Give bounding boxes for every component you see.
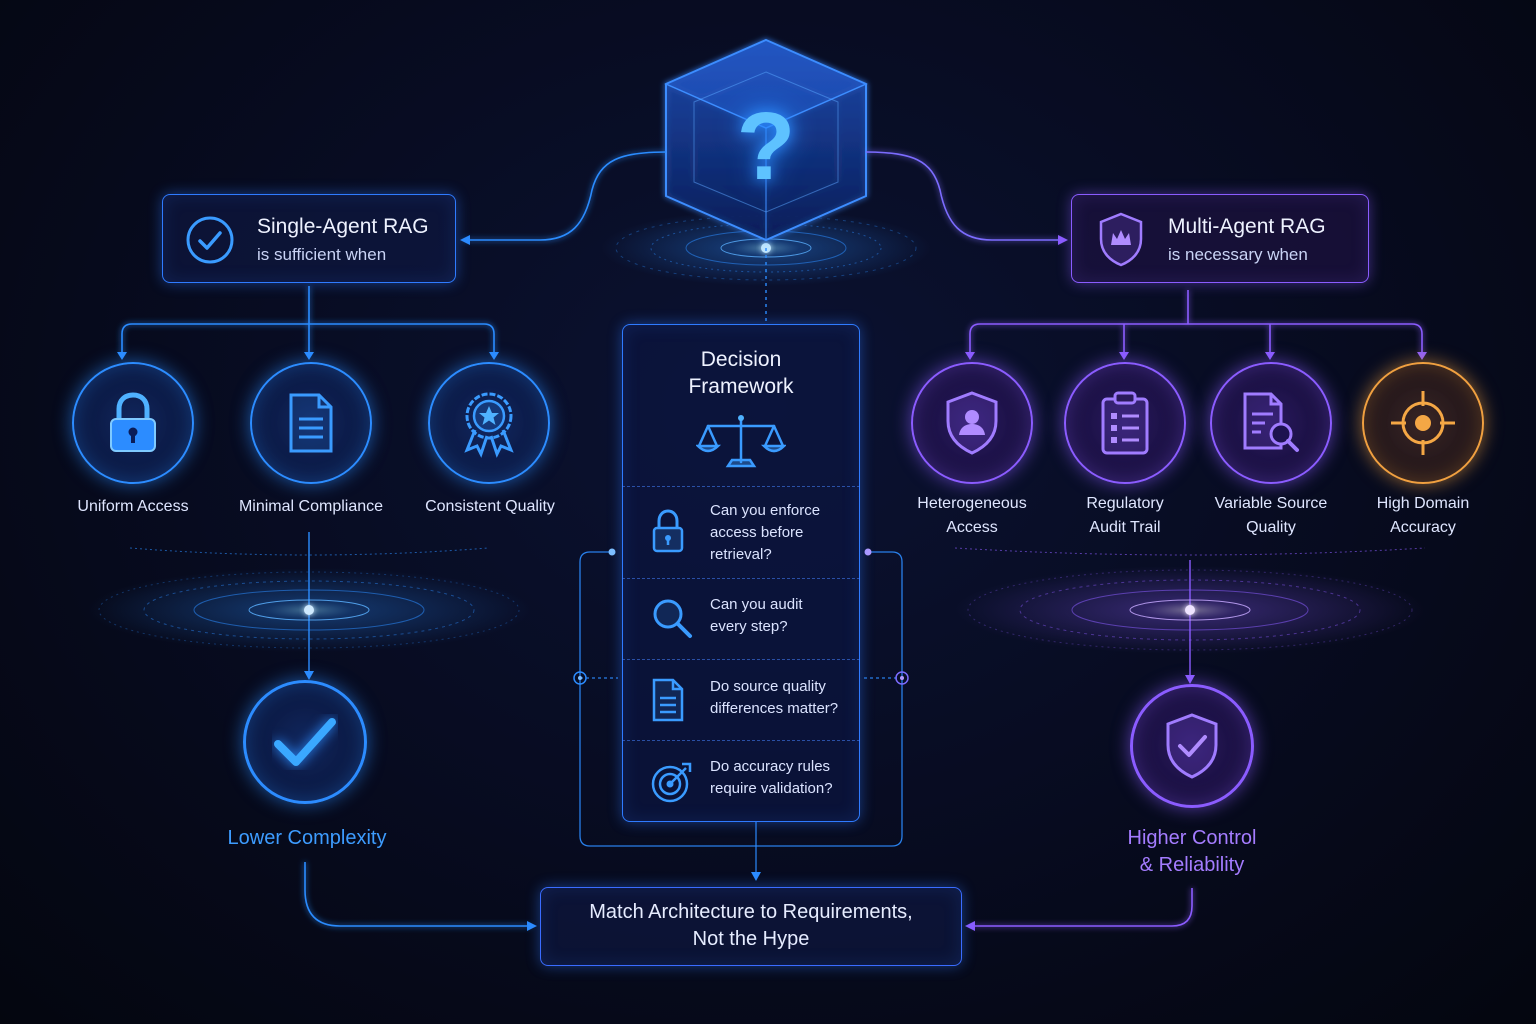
uniform-access-label: Uniform Access [77,498,189,515]
single-agent-subtitle: is sufficient when [257,245,387,264]
crown-shield-icon [1096,211,1146,267]
shield-check-icon [1166,713,1218,779]
higher-control-node [1130,684,1254,808]
question-accuracy: Do accuracy rules require validation? [622,740,860,822]
higher-control-label: Higher Control & Reliability [1127,827,1257,876]
document-icon [652,678,684,722]
document-icon [289,393,333,453]
document-search-icon [1243,392,1299,452]
heterogeneous-access-node [911,362,1033,484]
heterogeneous-access-label: Heterogeneous Access [917,495,1027,536]
consistent-quality-label: Consistent Quality [425,498,555,515]
regulatory-audit-node [1064,362,1186,484]
fw-divider-4 [622,740,860,741]
consistent-quality-node [428,362,550,484]
minimal-compliance-label: Minimal Compliance [238,498,384,515]
check-circle-icon [185,215,235,265]
decision-framework-panel [622,324,860,822]
lower-complexity-node [243,680,367,804]
conclusion-text: Match Architecture to Requirements, Not … [589,901,913,950]
uniform-access-node [72,362,194,484]
single-agent-header: Single-Agent RAG is sufficient when [162,194,456,283]
question-source-quality: Do source quality differences matter? [622,659,860,740]
magnifier-icon [653,599,692,638]
conclusion-panel [540,887,962,966]
lock-icon [652,509,684,553]
left-ripple [87,532,531,680]
variable-source-label: Variable Source Quality [1214,495,1328,536]
award-badge-icon [464,392,514,458]
high-domain-accuracy-node [1362,362,1484,484]
clipboard-icon [1101,391,1149,455]
question-mark: ? [736,93,796,200]
checkmark-icon [274,718,336,766]
question-access: Can you enforce access before retrieval? [622,486,860,578]
scales-icon [694,412,788,472]
user-shield-icon [946,391,998,455]
regulatory-audit-label: Regulatory Audit Trail [1086,495,1164,536]
high-domain-accuracy-label: High Domain Accuracy [1376,495,1470,536]
cube-ripple [601,210,931,286]
lower-complexity-label: Lower Complexity [227,827,387,849]
minimal-compliance-node [250,362,372,484]
lock-icon [110,392,156,452]
multi-agent-header: Multi-Agent RAG is necessary when [1071,194,1369,283]
target-icon [651,762,692,803]
fw-divider-2 [622,578,860,579]
multi-agent-title: Multi-Agent RAG [1168,215,1326,238]
variable-source-node [1210,362,1332,484]
fw-divider-3 [622,659,860,660]
right-ripple [954,547,1426,684]
decision-framework-title: Decision Framework [688,348,794,398]
fw-divider-1 [622,486,860,487]
target-icon [1391,391,1455,455]
question-audit: Can you audit every step? [622,578,860,659]
multi-agent-subtitle: is necessary when [1168,245,1308,264]
single-agent-title: Single-Agent RAG [257,215,429,238]
